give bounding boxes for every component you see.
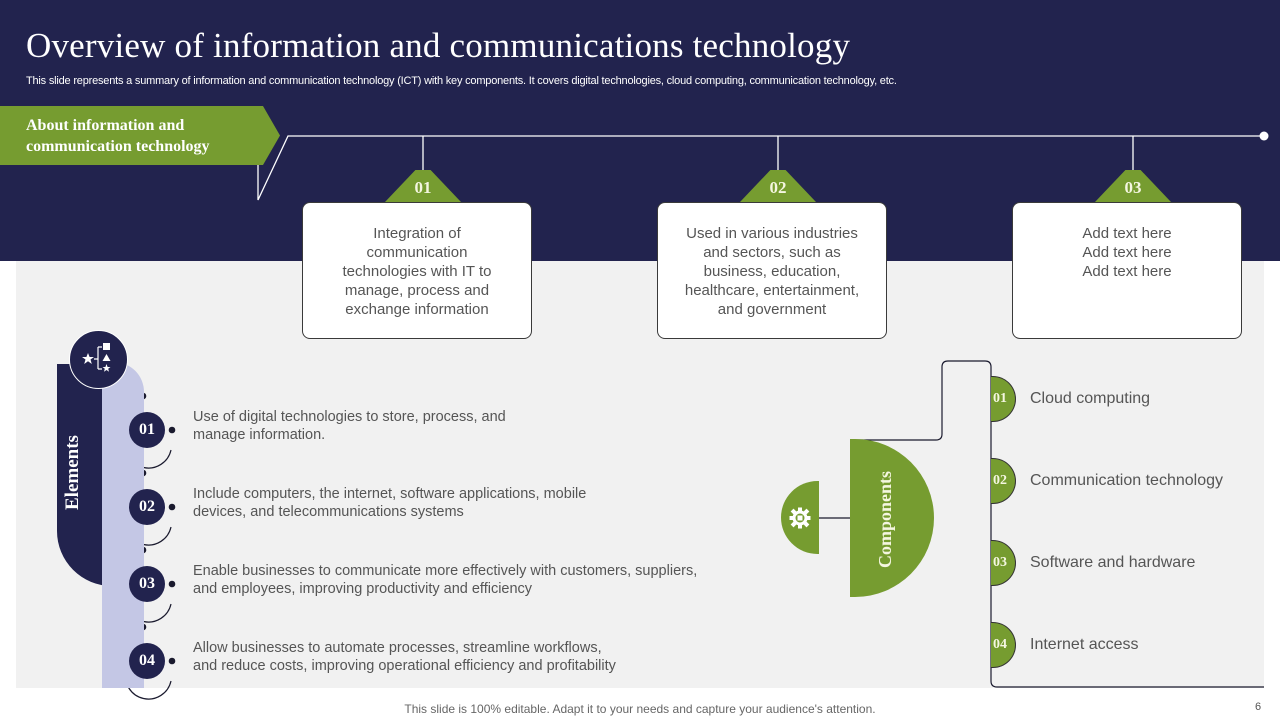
element-4-text: Allow businesses to automate processes, …	[193, 640, 616, 674]
element-2-text: Include computers, the internet, softwar…	[193, 486, 587, 520]
component-4-text: Internet access	[1030, 636, 1139, 653]
element-4-number: 04	[129, 643, 165, 679]
gear-icon	[789, 507, 811, 529]
slide-subtitle: This slide represents a summary of infor…	[26, 75, 897, 87]
card-1-text: Integration of communication technologie…	[342, 225, 492, 318]
components-label: Components	[875, 470, 895, 568]
card-2-number: 02	[769, 178, 787, 197]
component-1-text: Cloud computing	[1030, 390, 1151, 407]
card-1: Integration of communication technologie…	[302, 202, 532, 339]
element-1-number: 01	[129, 412, 165, 448]
card-3-text: Add text here Add text here Add text her…	[1082, 225, 1172, 280]
element-3-number: 03	[129, 566, 165, 602]
elements-icon-circle	[69, 330, 128, 389]
component-2-text: Communication technology	[1030, 472, 1223, 489]
card-3-number: 03	[1124, 178, 1142, 197]
page-number: 6	[1255, 701, 1262, 713]
about-label: About information and communication tech…	[26, 115, 256, 157]
card-3: Add text here Add text here Add text her…	[1012, 202, 1242, 339]
hierarchy-icon	[82, 343, 111, 372]
component-3-text: Software and hardware	[1030, 554, 1196, 571]
card-1-number: 01	[414, 178, 432, 197]
about-tag	[0, 106, 280, 165]
element-1-text: Use of digital technologies to store, pr…	[193, 409, 506, 443]
card-2-text: Used in various industries and sectors, …	[684, 225, 860, 318]
elements-label: Elements	[62, 435, 83, 510]
slide-title: Overview of information and communicatio…	[26, 26, 851, 65]
footer-note: This slide is 100% editable. Adapt it to…	[404, 702, 876, 716]
about-label-text: About information and communication tech…	[26, 117, 210, 155]
card-2: Used in various industries and sectors, …	[657, 202, 887, 339]
element-2-number: 02	[129, 489, 165, 525]
element-3-text: Enable businesses to communicate more ef…	[193, 563, 698, 597]
elements-track	[102, 362, 144, 688]
